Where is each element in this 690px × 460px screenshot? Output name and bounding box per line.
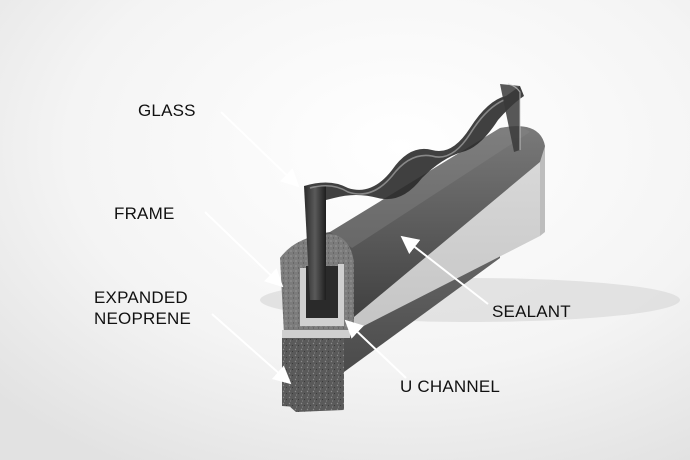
neoprene-arrow: [211, 313, 292, 385]
frame-arrow: [204, 211, 284, 288]
expanded-neoprene-label-line2: NEOPRENE: [94, 309, 192, 328]
glass-pane: [304, 83, 524, 300]
glass-arrow: [220, 111, 300, 188]
sealant-label: SEALANT: [492, 302, 571, 321]
u-channel-arrow: [344, 319, 407, 379]
expanded-neoprene-label: EXPANDED NEOPRENE: [94, 287, 191, 329]
u-channel-label: U CHANNEL: [400, 377, 501, 396]
frame-label: FRAME: [114, 204, 175, 223]
expanded-neoprene-label-line1: EXPANDED: [94, 288, 188, 307]
sealant-arrow: [400, 235, 489, 305]
callout-arrows: [204, 111, 489, 385]
glass-label: GLASS: [138, 101, 196, 120]
frame-side: [348, 140, 545, 334]
